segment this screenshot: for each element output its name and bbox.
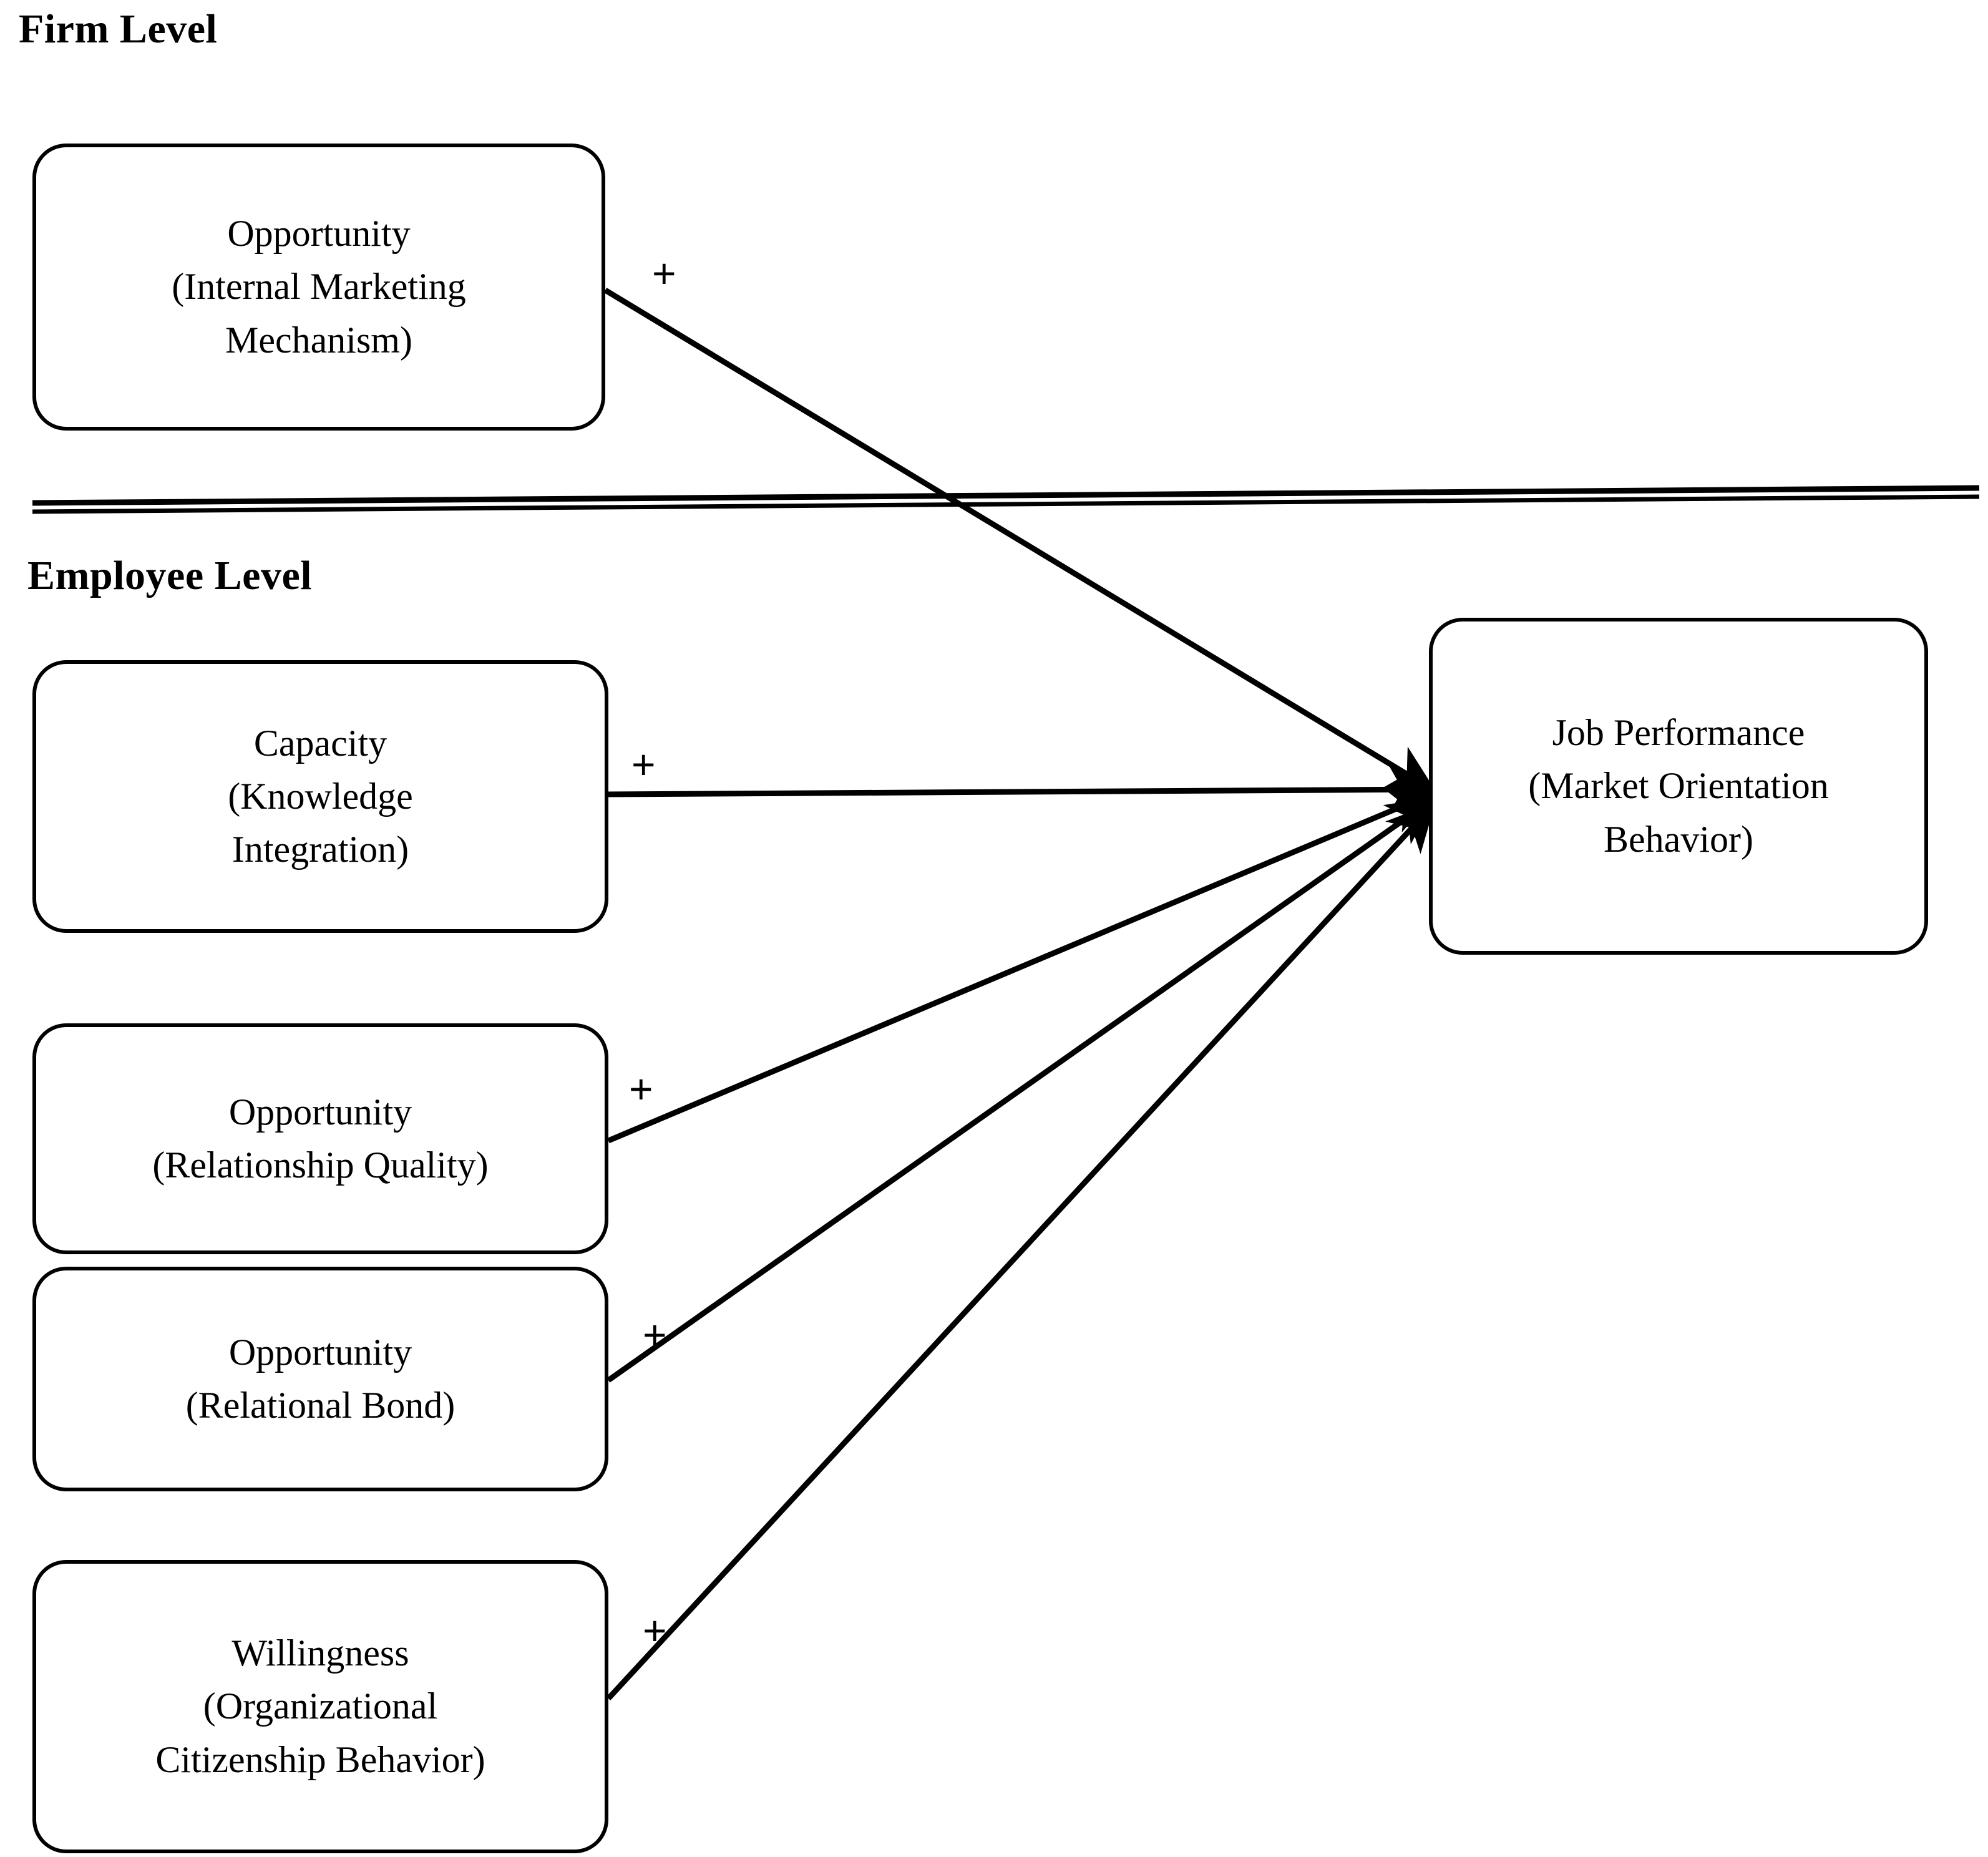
heading-firm-level: Firm Level [19,6,218,52]
edge-rb-to-jp [607,797,1436,1383]
edge-sign-ki-to-jp: + [631,741,656,787]
edge-sign-rq-to-jp: + [629,1066,653,1112]
edge-imm-to-jp [603,288,1436,792]
edge-rq-to-jp [607,788,1437,1144]
node-relational-bond[interactable]: Opportunity(Relational Bond) [32,1267,608,1491]
edge-ocb-to-jp [606,802,1436,1701]
edge-sign-rb-to-jp: + [643,1312,667,1358]
heading-employee-level: Employee Level [27,553,313,598]
edge-ki-to-jp [608,765,1438,814]
edge-sign-imm-to-jp: + [652,250,676,296]
node-relationship-quality[interactable]: Opportunity(Relationship Quality) [32,1023,608,1254]
node-label: Opportunity(Relational Bond) [185,1331,456,1426]
edge-sign-ocb-to-jp: + [643,1607,667,1654]
node-label: Opportunity(Relationship Quality) [152,1091,489,1186]
